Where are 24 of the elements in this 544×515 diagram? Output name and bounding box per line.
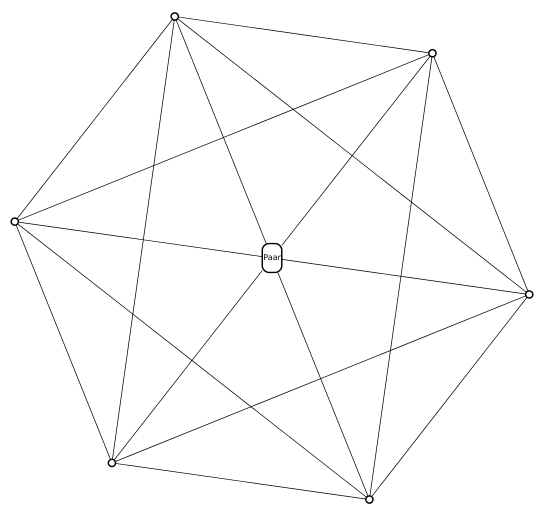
connector xyxy=(177,18,527,292)
connector xyxy=(114,270,263,460)
connector xyxy=(176,19,267,244)
connector xyxy=(282,55,431,246)
connector xyxy=(278,272,368,496)
connector xyxy=(16,224,111,460)
connector xyxy=(16,18,173,218)
node-circle xyxy=(170,12,180,20)
node-circle xyxy=(10,216,20,226)
connector xyxy=(178,16,430,53)
connector xyxy=(112,19,175,460)
node-circle xyxy=(428,48,437,58)
node-circle xyxy=(524,290,534,298)
node-circle xyxy=(108,458,116,467)
connector xyxy=(434,56,528,291)
connector xyxy=(115,294,526,462)
connector xyxy=(18,221,262,256)
connector xyxy=(370,56,432,496)
connector xyxy=(282,258,526,294)
node-circle xyxy=(365,494,374,504)
connector xyxy=(115,462,366,499)
connector xyxy=(17,223,367,498)
connector xyxy=(18,54,430,220)
connector xyxy=(371,296,528,496)
